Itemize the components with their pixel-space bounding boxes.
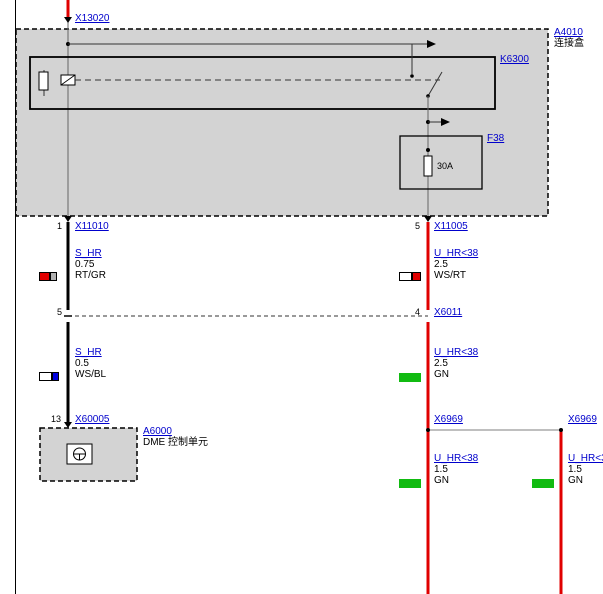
fuse-element <box>423 155 433 177</box>
wire-color-code: RT/GR <box>75 270 106 281</box>
splice-dot-far <box>559 428 563 432</box>
connector-marker-left <box>64 216 72 222</box>
wire-color-swatch-red <box>412 272 421 281</box>
pin-number: 1 <box>57 221 63 231</box>
wire-color-swatch-green <box>532 479 554 488</box>
wire-color-code: GN <box>434 475 449 486</box>
wire-signal-s-hr-link[interactable]: S_HR <box>75 347 102 358</box>
relay-contact-point <box>410 74 414 78</box>
connector-x60005-link[interactable]: X60005 <box>75 414 110 425</box>
relay-switch-arm <box>427 71 443 97</box>
wire-size: 1.5 <box>434 464 448 475</box>
relay-resistor <box>38 71 49 91</box>
page-left-border <box>15 0 16 594</box>
wire-size: 1.5 <box>568 464 582 475</box>
splice-dot-right <box>426 428 430 432</box>
wire-color-swatch-blue <box>52 372 59 381</box>
wire-color-swatch-red <box>39 272 50 281</box>
component-a6000-name: DME 控制单元 <box>143 437 208 448</box>
wire-color-code: GN <box>568 475 583 486</box>
component-a6000-link[interactable]: A6000 <box>143 426 172 437</box>
component-a4010-name: 连接盒 <box>554 38 584 49</box>
connector-x6969-far-link[interactable]: X6969 <box>568 414 597 425</box>
wire-color-swatch-white <box>39 372 52 381</box>
wire-size: 2.5 <box>434 259 448 270</box>
wire-color-swatch-white <box>399 272 412 281</box>
wire-color-code: WS/BL <box>75 369 107 380</box>
wire-signal-u-hr-link[interactable]: U_HR<38 <box>434 248 479 259</box>
component-a4010-link[interactable]: A4010 <box>554 27 583 38</box>
connector-x13020-link[interactable]: X13020 <box>75 13 110 24</box>
pin-number: 5 <box>415 221 421 231</box>
wire-color-swatch-green <box>399 479 421 488</box>
fuse-rating: 30A <box>437 161 454 171</box>
component-k6300-link[interactable]: K6300 <box>500 54 529 65</box>
wire-size: 2.5 <box>434 358 448 369</box>
wire-signal-s-hr-link[interactable]: S_HR <box>75 248 102 259</box>
wire-signal-u-hr-link[interactable]: U_HR<38 <box>434 347 479 358</box>
connector-marker-lower <box>64 422 72 428</box>
wire-size: 0.5 <box>75 358 89 369</box>
wire-signal-u-hr-link[interactable]: U_HR<38 <box>434 453 479 464</box>
fuse-terminal <box>426 148 430 152</box>
relay-outline <box>29 56 496 110</box>
junction-box-outline <box>15 28 549 217</box>
pin-number: 5 <box>57 307 63 317</box>
pin-number: 13 <box>51 414 62 424</box>
wire-size: 0.75 <box>75 259 95 270</box>
wire-color-code: GN <box>434 369 449 380</box>
connector-x6969-link[interactable]: X6969 <box>434 414 463 425</box>
connector-x11010-link[interactable]: X11010 <box>75 221 109 232</box>
wire-color-code: WS/RT <box>434 270 467 281</box>
relay-coil-diag <box>60 74 76 86</box>
connector-x11005-link[interactable]: X11005 <box>434 221 468 232</box>
wire-color-swatch-gray <box>50 272 57 281</box>
connector-marker-top <box>64 17 72 23</box>
pin-number: 4 <box>415 307 421 317</box>
branch-arrow-head <box>441 118 450 126</box>
fuse-outline <box>399 135 483 190</box>
wire-signal-u-hr-far-link[interactable]: U_HR<3 <box>568 453 603 464</box>
bus-arrow-head <box>427 40 436 48</box>
connector-marker-right <box>424 216 432 222</box>
connector-x6011-link[interactable]: X6011 <box>434 307 463 318</box>
component-f38-link[interactable]: F38 <box>487 133 505 144</box>
wire-color-swatch-green <box>399 373 421 382</box>
